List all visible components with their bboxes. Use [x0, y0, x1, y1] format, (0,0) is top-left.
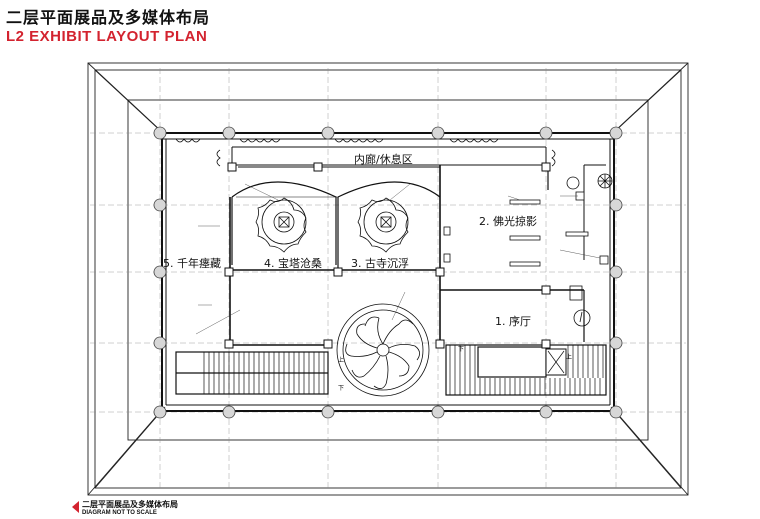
footer-title-cn: 二层平面展品及多媒体布局 [82, 500, 178, 509]
drapes [175, 138, 556, 167]
interior-columns [224, 162, 551, 349]
room-label-5: 5. 千年瘗藏 [163, 257, 221, 270]
stair-right-down: 下 [458, 346, 465, 353]
room-label-3: 3. 古寺沉浮 [351, 257, 409, 270]
annotation-leaders [195, 183, 601, 335]
page-title-en: L2 EXHIBIT LAYOUT PLAN [6, 28, 208, 45]
stair-right-up: 上 [566, 354, 573, 361]
footer-caption: 二层平面展品及多媒体布局 DIAGRAM NOT TO SCALE [72, 500, 178, 517]
display-cases [443, 191, 609, 267]
room-label-corridor: 内廊/休息区 [354, 153, 413, 166]
stair-left [175, 351, 329, 395]
fan-units [566, 173, 613, 190]
footer-scale-note: DIAGRAM NOT TO SCALE [82, 510, 157, 516]
stair-left-down: 下 [338, 385, 345, 392]
roof-outline [87, 62, 689, 496]
structural-columns [153, 126, 623, 419]
lobby-fixtures [569, 285, 591, 327]
inner-corridor [231, 146, 547, 168]
room-label-4: 4. 宝塔沧桑 [264, 257, 322, 270]
footer-arrow-icon [72, 501, 79, 513]
partition-arcs [231, 181, 441, 265]
room-label-1: 1. 序厅 [495, 315, 531, 328]
room-label-2: 2. 佛光掠影 [479, 215, 537, 228]
page-title-cn: 二层平面展品及多媒体布局 [6, 8, 211, 27]
grid-axes [90, 68, 686, 490]
lotus-pedestal-right [357, 197, 409, 253]
lotus-pedestal-left [255, 197, 307, 253]
stair-right [445, 344, 607, 396]
stair-left-up: 上 [338, 357, 345, 364]
central-rosette [336, 303, 430, 397]
